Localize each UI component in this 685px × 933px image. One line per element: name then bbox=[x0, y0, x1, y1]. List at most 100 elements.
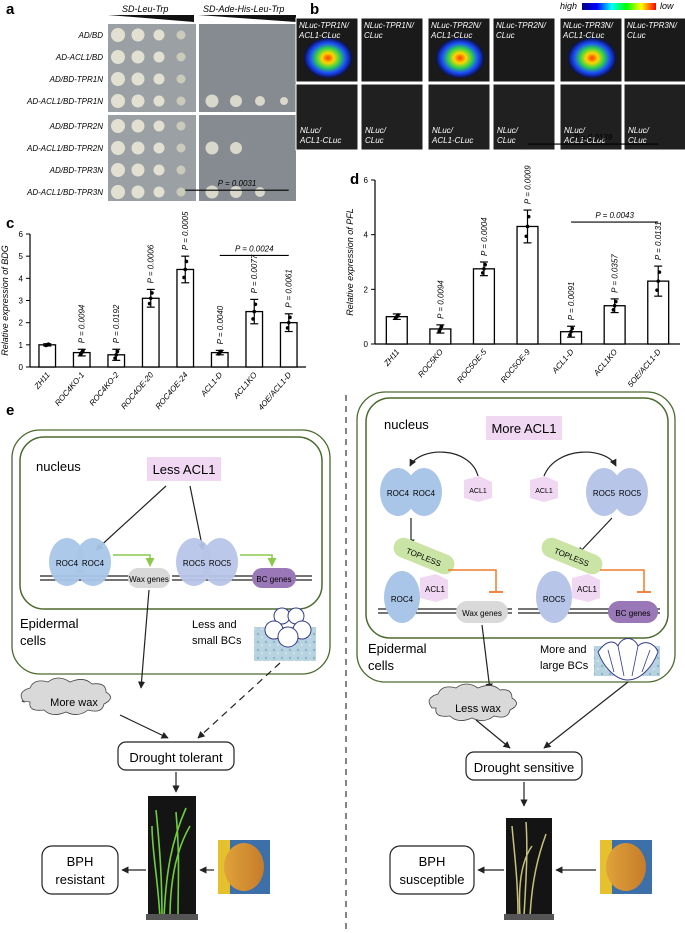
luc-tile-top bbox=[623, 17, 685, 83]
y2h-row-label: AD/BD-TPR1N bbox=[49, 75, 104, 84]
roc5-complex-label: ROC5 bbox=[543, 595, 566, 604]
p-value-label: P = 0.0131 bbox=[654, 221, 663, 260]
dilution-wedge-right bbox=[198, 15, 296, 22]
replicate-point bbox=[396, 313, 400, 317]
roc5-a-label-left: ROC5 bbox=[183, 559, 206, 568]
panel-label-b: b bbox=[310, 1, 319, 18]
acl1-bound-wax bbox=[420, 574, 448, 602]
replicate-point bbox=[525, 224, 530, 229]
arrow-roc5-to-complex bbox=[577, 517, 613, 555]
bar bbox=[141, 297, 160, 368]
y2h-row-labels: AD/BDAD-ACL1/BDAD/BD-TPR1NAD-ACL1/BD-TPR… bbox=[26, 31, 103, 197]
roc4-b-label-right: ROC4 bbox=[413, 489, 436, 498]
nucleus-label-right: nucleus bbox=[384, 417, 429, 432]
epidermal-cell-outline-left bbox=[11, 429, 331, 675]
roc5-complex-right bbox=[536, 571, 572, 623]
roc4-dimer-b-left bbox=[75, 538, 111, 586]
p-value-label: P = 0.0006 bbox=[147, 244, 156, 283]
colony-spot-left bbox=[131, 50, 145, 64]
luc-tile-top-label: ACL1-CLuc bbox=[298, 31, 340, 40]
acl1-free-1 bbox=[464, 476, 492, 502]
green-rice-plant bbox=[151, 807, 191, 919]
roc5-dimer-b-right bbox=[612, 468, 648, 516]
p-value-label: P = 0.0040 bbox=[216, 305, 225, 344]
acl1-free-2-label: ACL1 bbox=[535, 488, 553, 495]
luc-tile-bottom bbox=[492, 83, 556, 151]
drought-sensitive-box bbox=[465, 751, 583, 781]
replicate-point bbox=[482, 267, 486, 271]
colony-spot-left bbox=[131, 185, 145, 199]
luc-tile-top-label: NLuc-TPR3N/ bbox=[563, 21, 614, 30]
colony-spot-left bbox=[153, 95, 165, 107]
replicate-point bbox=[568, 333, 572, 337]
y-tick-label: 0 bbox=[364, 340, 369, 349]
luc-tile-bottom bbox=[623, 83, 685, 151]
colony-spot-left bbox=[153, 164, 165, 176]
large-bulliform-cells bbox=[597, 638, 659, 681]
y2h-row-label: AD-ACL1/BD bbox=[55, 53, 103, 62]
roc5-a-label-right: ROC5 bbox=[593, 489, 616, 498]
colony-spot-left bbox=[131, 72, 145, 86]
arrow-wax-to-drought bbox=[119, 714, 169, 739]
p-value-label: P = 0.0005 bbox=[181, 211, 190, 250]
replicate-point bbox=[612, 303, 617, 308]
wax-genes-left-label: Wax genes bbox=[129, 575, 169, 584]
acl1-bound-wax-label: ACL1 bbox=[425, 585, 446, 594]
drought-tolerant-box bbox=[117, 741, 235, 771]
bar bbox=[385, 316, 408, 345]
colony-spot-right bbox=[205, 185, 219, 199]
bph-left-2: resistant bbox=[55, 872, 105, 887]
luc-tile-top-label: NLuc-TPR1N/ bbox=[364, 21, 415, 30]
y-tick-label: 4 bbox=[19, 274, 24, 283]
y2h-row-label: AD/BD-TPR3N bbox=[49, 166, 104, 175]
colony-spot-left bbox=[111, 50, 125, 64]
colony-spot-right bbox=[255, 96, 265, 106]
replicate-point bbox=[252, 309, 257, 314]
acl1-free-2 bbox=[530, 476, 558, 502]
luc-tile-bottom-label: NLuc/ bbox=[628, 126, 650, 135]
replicate-point bbox=[113, 356, 117, 360]
colony-spot-left bbox=[111, 72, 125, 86]
replicate-point bbox=[148, 296, 153, 301]
activation-arrow-bc bbox=[240, 554, 277, 567]
replicate-point bbox=[480, 271, 485, 275]
replicate-point bbox=[253, 302, 258, 307]
activation-arrow-wax bbox=[113, 554, 155, 567]
less-acl1-badge bbox=[147, 457, 221, 481]
bph-left-1: BPH bbox=[67, 854, 94, 869]
luc-tile-bottom-label: NLuc/ bbox=[497, 126, 519, 135]
more-wax-cloud bbox=[20, 677, 111, 715]
bracket-p-value: P = 0.0031 bbox=[218, 179, 257, 188]
replicate-point bbox=[655, 288, 659, 292]
colony-spot-left bbox=[176, 74, 186, 84]
x-tick-label: ROC5KO bbox=[416, 348, 445, 380]
epidermal-cell-outline-right bbox=[356, 391, 676, 683]
dashed-arrow-bc-to-drought bbox=[197, 662, 281, 739]
more-acl1-text: More ACL1 bbox=[491, 421, 556, 436]
roc4-a-label-left: ROC4 bbox=[56, 559, 79, 568]
replicate-point bbox=[184, 259, 189, 264]
drought-sensitive-label: Drought sensitive bbox=[474, 760, 574, 775]
luc-tile-bottom-label: NLuc/ bbox=[564, 126, 586, 135]
x-tick-label: ROC4KO-1 bbox=[53, 371, 86, 408]
topless-wax bbox=[393, 537, 455, 575]
luc-image-grid: NLuc-TPR1N/ACL1-CLucNLuc-TPR1N/CLucNLuc-… bbox=[295, 17, 685, 151]
x-tick-label: ACL1KO bbox=[231, 371, 259, 402]
bar bbox=[472, 268, 496, 345]
colony-spot-right bbox=[205, 94, 219, 108]
colony-spot-left bbox=[153, 73, 165, 85]
x-tick-label: ROC5OE-9 bbox=[499, 347, 533, 385]
y-tick-label: 2 bbox=[364, 285, 369, 294]
luc-tile-bottom-label: CLuc bbox=[365, 136, 384, 145]
topless-bc bbox=[541, 537, 603, 575]
x-tick-label: ROC4KO-2 bbox=[88, 370, 122, 408]
colony-spot-left bbox=[111, 141, 125, 155]
y-tick-label: 6 bbox=[19, 230, 24, 239]
replicate-point bbox=[219, 349, 223, 354]
luc-tile-top-label: ACL1-CLuc bbox=[430, 31, 472, 40]
dilution-wedge-left bbox=[108, 15, 194, 22]
replicate-point bbox=[46, 342, 51, 346]
y2h-row-label: AD-ACL1/BD-TPR2N bbox=[26, 144, 103, 153]
replicate-point bbox=[657, 270, 662, 274]
